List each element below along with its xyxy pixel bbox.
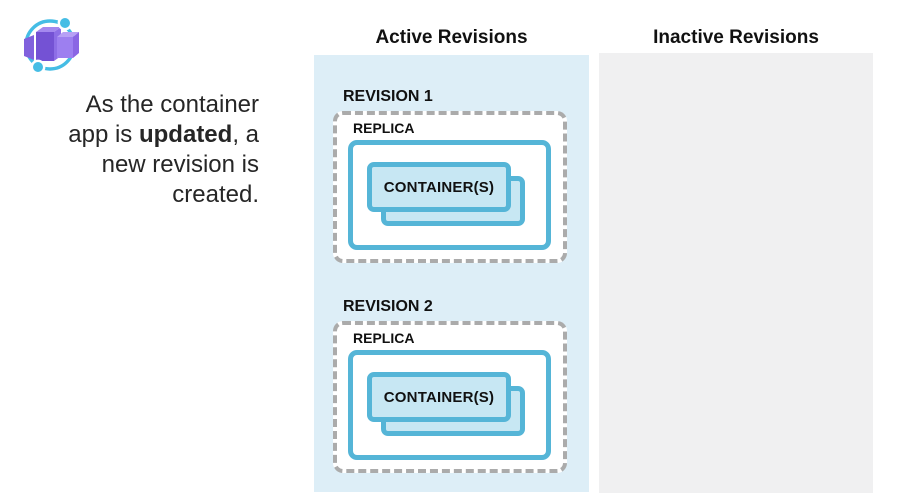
revision-1-label: REVISION 1 — [343, 88, 433, 105]
revision-1-replica-label: REPLICA — [353, 120, 415, 136]
revision-2-replica-label: REPLICA — [353, 330, 415, 346]
intro-line-1: As the container — [85, 91, 259, 118]
revision-2-pod-box: CONTAINER(S) — [348, 350, 551, 460]
revision-1-container-front: CONTAINER(S) — [367, 162, 511, 212]
container-apps-icon — [24, 15, 79, 72]
revision-1-replica-box: REPLICA CONTAINER(S) — [333, 111, 567, 263]
inactive-revisions-header: Inactive Revisions — [653, 27, 819, 48]
revision-2-container-front: CONTAINER(S) — [367, 372, 511, 422]
revision-2-label: REVISION 2 — [343, 298, 433, 315]
orbit-dot-icon — [57, 15, 73, 31]
intro-line-4: created. — [172, 181, 259, 208]
intro-bold-word: updated — [138, 121, 233, 148]
intro-line-2: app is updated, a — [68, 121, 259, 148]
container-cubes-icon — [24, 27, 79, 61]
active-revisions-header: Active Revisions — [375, 27, 528, 48]
revision-2-replica-box: REPLICA CONTAINER(S) — [333, 321, 567, 473]
revision-1-pod-box: CONTAINER(S) — [348, 140, 551, 250]
inactive-revisions-panel — [599, 53, 873, 493]
revision-2-group: REVISION 2 REPLICA CONTAINER(S) — [333, 296, 567, 473]
revision-1-group: REVISION 1 REPLICA CONTAINER(S) — [333, 86, 567, 263]
intro-paragraph: As the container app is updated, a new r… — [30, 90, 259, 210]
intro-line-3: new revision is — [101, 151, 259, 178]
orbit-dot-icon — [30, 59, 46, 72]
